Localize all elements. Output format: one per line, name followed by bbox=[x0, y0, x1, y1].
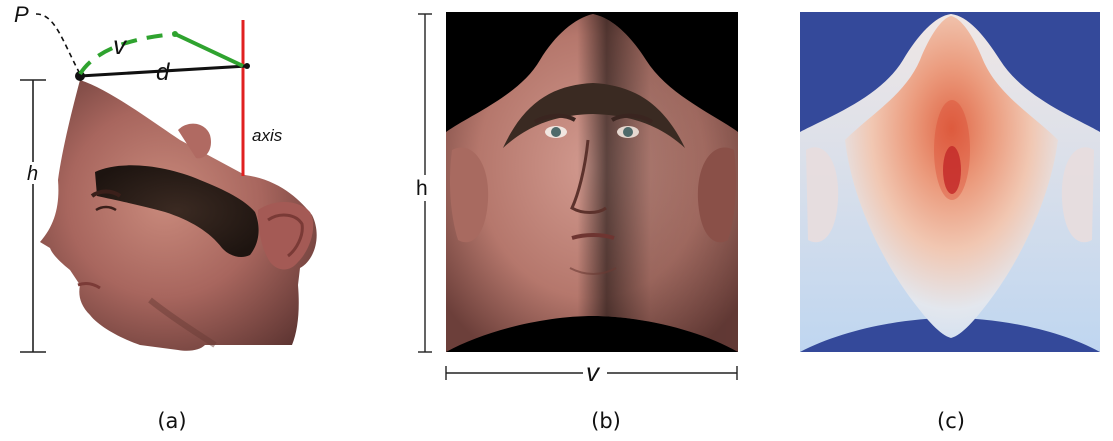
arc-v bbox=[78, 32, 176, 76]
panel-c: (c) bbox=[800, 12, 1100, 433]
arc-v-dot bbox=[172, 31, 178, 37]
label-h-a: h bbox=[27, 163, 38, 185]
label-axis: axis bbox=[252, 126, 283, 145]
caption-c: (c) bbox=[937, 409, 965, 433]
panel-b: h v (b) bbox=[414, 12, 738, 433]
head-profile-image bbox=[40, 80, 317, 351]
arc-v-end bbox=[174, 32, 244, 68]
label-p: P bbox=[14, 2, 29, 27]
caption-b: (b) bbox=[591, 409, 621, 433]
axis-point-marker bbox=[244, 63, 250, 69]
label-v-a: v bbox=[113, 30, 128, 60]
unwrapped-face-texture bbox=[446, 14, 738, 352]
label-h-b: h bbox=[416, 177, 428, 200]
caption-a: (a) bbox=[157, 409, 186, 433]
depth-map-image bbox=[800, 14, 1100, 352]
width-measure-b bbox=[445, 360, 738, 384]
height-measure-a bbox=[20, 79, 46, 353]
label-v-b: v bbox=[586, 357, 601, 387]
label-d: d bbox=[156, 59, 170, 86]
p-leader-line bbox=[35, 13, 81, 75]
height-measure-b bbox=[414, 13, 436, 353]
panel-a: P v d axis h (a) bbox=[14, 2, 317, 433]
distance-line bbox=[79, 64, 248, 78]
